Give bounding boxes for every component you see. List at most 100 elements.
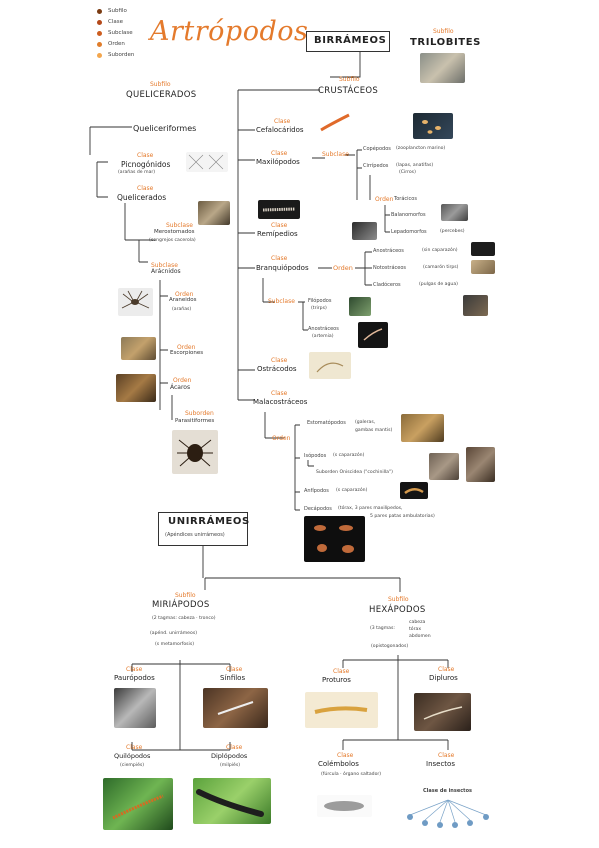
queliceriformes-label: Queliceriformes xyxy=(133,124,197,133)
insect-class-title: Clase de insectos xyxy=(423,788,472,794)
araneidos-label: Araneidos xyxy=(169,297,197,303)
page-title: Artrópodos xyxy=(150,16,309,47)
escorpiones-label: Escorpiones xyxy=(170,350,204,356)
mite-photo xyxy=(116,374,156,402)
ostracodos-label: Ostrácodos xyxy=(257,365,297,373)
hexapodos-note-2: (opistogonados) xyxy=(371,644,409,649)
anostraceos-note: (sin caparazón) xyxy=(422,248,458,253)
level-subclase: Subclase xyxy=(166,222,193,229)
insect-classes-figure xyxy=(407,814,489,828)
tick-photo xyxy=(172,430,218,474)
miriapodos-note-3: (s metamorfosis) xyxy=(155,642,195,647)
hexapodos-note-1: (3 tagmas: xyxy=(370,626,395,631)
level-clase: Clase xyxy=(271,357,288,364)
anostraceos-label: Anostráceos xyxy=(373,248,404,254)
colembolos-label: Colémbolos xyxy=(318,760,359,768)
diplopodos-note: (milpiés) xyxy=(220,763,241,768)
notostraceos-note: (camarón tirps) xyxy=(423,265,459,270)
level-clase: Clase xyxy=(226,744,243,751)
picnogonidos-note: (arañas de mar) xyxy=(118,170,156,175)
legend-swatch xyxy=(97,53,102,58)
level-suborden: Suborden xyxy=(185,410,214,417)
unirrameos-box xyxy=(158,512,248,546)
cirripedos-note: (lapas, anatifas) xyxy=(396,163,434,168)
horseshoe-crab-photo xyxy=(198,201,230,225)
tagma-torax: tórax xyxy=(409,627,422,632)
cladoceros-label: Cladóceros xyxy=(373,282,401,288)
aracnidos-label: Arácnidos xyxy=(151,268,181,275)
copepodos-label: Copépodos xyxy=(363,146,391,152)
quilopodos-label: Quilópodos xyxy=(114,752,151,760)
remipedios-label: Remípedios xyxy=(257,230,298,238)
legend-label: Subfilo xyxy=(108,8,127,14)
level-clase: Clase xyxy=(274,118,291,125)
miriapodos-note-2: (apénd. unirrámeos) xyxy=(150,631,198,636)
level-clase: Clase xyxy=(126,666,143,673)
remipede-photo xyxy=(258,200,300,219)
lepadomorfos-note: (percebes) xyxy=(440,229,465,234)
diplopodos-label: Diplópodos xyxy=(211,752,248,760)
amphipod-photo xyxy=(400,482,428,499)
spider-photo xyxy=(118,288,153,316)
maxilopodos-label: Maxilópodos xyxy=(256,158,300,166)
cirripedos-note-2: (Cirros) xyxy=(399,170,416,175)
level-clase: Clase xyxy=(271,390,288,397)
hexapodos-title: HEXÁPODOS xyxy=(369,605,426,615)
level-orden: Orden xyxy=(177,344,196,351)
level-subfilo: Subfilo xyxy=(388,596,409,603)
cefalocaridos-label: Cefalocáridos xyxy=(256,126,304,134)
toracicos-label: Torácicos xyxy=(394,196,417,202)
level-subclase: Subclase xyxy=(151,262,178,269)
level-subclase: Subclase xyxy=(322,151,349,158)
level-clase: Clase xyxy=(137,152,154,159)
level-orden: Orden xyxy=(175,291,194,298)
mantis-shrimp-photo xyxy=(401,414,444,442)
level-subfilo: Subfilo xyxy=(339,76,360,83)
level-subfilo: Subfilo xyxy=(150,81,171,88)
level-orden: Orden xyxy=(333,264,353,272)
sinfilos-label: Sínfilos xyxy=(220,674,246,682)
trilobites-label: TRILOBITES xyxy=(410,37,481,48)
legend-swatch xyxy=(97,20,102,25)
copepodos-note: (zooplancton marino) xyxy=(396,146,446,151)
picnogonidos-label: Picnogónidos xyxy=(121,160,171,169)
level-orden: Orden xyxy=(272,435,291,442)
quilopodos-note: (ciempiés) xyxy=(120,763,145,768)
dipluros-label: Dipluros xyxy=(429,674,458,682)
merostomados-note: (cangrejos cacerola) xyxy=(149,238,196,243)
legend-swatch xyxy=(97,9,102,14)
miriapodos-note-1: (2 tagmas: cabeza · tronco) xyxy=(152,616,216,621)
legend-label: Subclase xyxy=(108,30,133,36)
estomatopodos-note-2: gambas mantis) xyxy=(355,428,393,433)
anostracan-photo xyxy=(471,242,495,256)
anostraceos-2-note: (artemia) xyxy=(312,334,334,339)
scorpion-photo xyxy=(121,337,156,360)
quelicerados-clase-label: Quelicerados xyxy=(117,193,167,202)
level-clase: Clase xyxy=(271,255,288,262)
pauropod-photo xyxy=(114,688,156,728)
symphylan-photo xyxy=(203,688,268,728)
unirrameos-title: UNIRRÁMEOS xyxy=(168,516,250,527)
level-clase: Clase xyxy=(271,150,288,157)
cladoceros-note: (pulgas de agua) xyxy=(419,282,458,287)
decapodos-note-2: 5 pares patas ambulatorias) xyxy=(370,514,435,519)
miriapodos-title: MIRIÁPODOS xyxy=(152,600,210,610)
crustaceos-title: CRUSTÁCEOS xyxy=(318,86,379,96)
anostraceos-2-label: Anostráceos xyxy=(308,326,339,332)
decapodos-note: (tórax, 3 pares maxilípedos, xyxy=(338,506,403,511)
isopod-photo xyxy=(429,453,459,480)
ostracod-photo xyxy=(309,352,351,379)
birrameos-box xyxy=(306,31,390,52)
decapods-photo xyxy=(304,516,365,562)
decapodos-label: Decápodos xyxy=(304,506,332,512)
unirrameos-note: (Apéndices unirrámeos) xyxy=(165,532,225,538)
merostomados-label: Merostomados xyxy=(154,229,195,235)
level-clase: Clase xyxy=(438,666,455,673)
centipede-photo xyxy=(103,778,173,830)
legend-label: Clase xyxy=(108,19,123,25)
level-clase: Clase xyxy=(126,744,143,751)
isopodos-note: (s caparazón) xyxy=(333,453,365,458)
springtail-photo xyxy=(317,795,372,817)
level-clase: Clase xyxy=(226,666,243,673)
oniscidea-label: Suborden Oniscidea ("cochinilla") xyxy=(316,470,393,475)
